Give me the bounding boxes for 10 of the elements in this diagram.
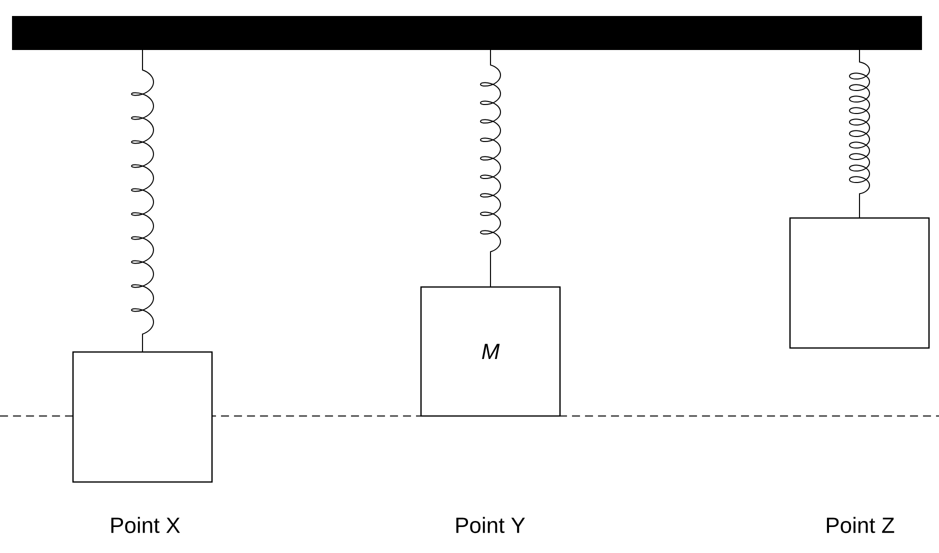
mass-block: M (420, 286, 561, 417)
spring (849, 50, 870, 218)
spring (480, 50, 501, 288)
mass-block (72, 351, 213, 483)
spring (131, 50, 154, 352)
point-label: Point Z (826, 516, 894, 534)
point-label: Point X (111, 516, 180, 534)
ceiling-bar (12, 16, 922, 50)
point-label: Point Y (456, 516, 525, 534)
mass-block (789, 217, 930, 349)
